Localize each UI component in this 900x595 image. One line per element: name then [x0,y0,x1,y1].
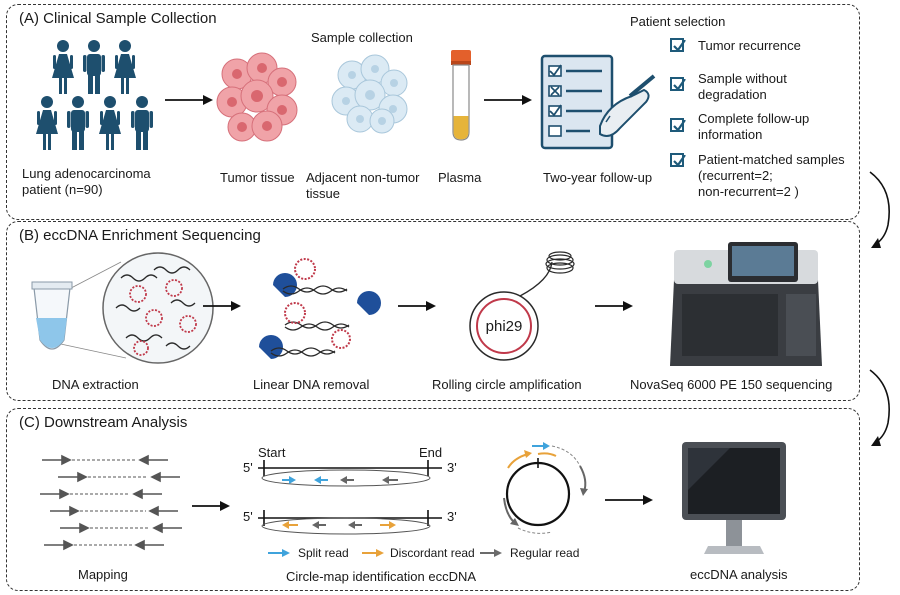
start-label: Start [258,445,286,460]
criterion-complete-followup: Complete follow-up information [698,111,810,142]
arrow-icon [398,301,436,311]
dna-extraction-icon [31,252,214,364]
tumor-tissue-icon [216,52,298,142]
three-prime-label: 3' [447,509,457,524]
patient-selection-title: Patient selection [630,14,726,29]
panel-a: (A) Clinical Sample Collection [6,4,860,220]
plasma-label: Plasma [438,170,482,185]
five-prime-label: 5' [243,460,253,475]
eccdna-analysis-label: eccDNA analysis [690,567,788,582]
tumor-tissue-label: Tumor tissue [220,170,295,185]
criterion-sample-degradation: Sample without degradation [698,71,787,102]
rca-icon [469,251,575,361]
checkbox-icon [670,77,686,91]
sequencer-icon [670,242,822,366]
arrow-icon [605,495,653,505]
checkbox-icon [670,38,686,52]
circle-map-diagram [258,460,442,535]
sample-collection-label: Sample collection [311,30,413,45]
legend-regular-read: Regular read [510,546,580,560]
three-prime-label: 3' [447,460,457,475]
adjacent-tissue-label: Adjacent non-tumor tissue [306,170,420,201]
panel-b-title: (B) eccDNA Enrichment Sequencing [19,227,261,244]
sequencing-label: NovaSeq 6000 PE 150 sequencing [630,377,833,392]
panel-b: (B) eccDNA Enrichment Sequencing [6,221,860,401]
arrow-icon [203,301,241,311]
five-prime-label: 5' [243,509,253,524]
arrow-icon [595,301,633,311]
curved-arrow-icon [869,369,890,446]
monitor-icon [682,442,786,554]
arrow-icon [484,95,532,105]
plasma-tube-icon [451,50,471,141]
legend-split-read: Split read [298,546,349,560]
checkbox-icon [670,118,686,132]
patients-icon [36,40,153,150]
legend-discordant-read: Discordant read [390,546,475,560]
panel-c: (C) Downstream Analysis [6,408,860,591]
circle-map-label: Circle-map identification eccDNA [286,569,477,584]
split-read-legend-icon [268,549,290,557]
followup-label: Two-year follow-up [543,170,653,185]
eccdna-circle-icon [503,442,588,534]
checkbox-icon [670,153,686,167]
followup-form-icon [540,54,656,150]
arrow-icon [165,95,213,105]
adjacent-tissue-icon [331,54,408,134]
patient-label: Lung adenocarcinoma patient (n=90) [22,166,151,197]
end-label: End [419,445,443,460]
rca-label: Rolling circle amplification [432,377,582,392]
panel-a-title: (A) Clinical Sample Collection [19,10,217,27]
linear-dna-removal-label: Linear DNA removal [253,377,370,392]
criterion-patient-matched: Patient-matched samples (recurrent=2; no… [698,152,845,199]
panel-c-title: (C) Downstream Analysis [19,414,188,431]
mapping-label: Mapping [78,567,128,582]
discordant-read-legend-icon [362,549,384,557]
regular-read-legend-icon [480,549,502,557]
curved-arrow-icon [869,171,890,248]
criterion-tumor-recurrence: Tumor recurrence [698,38,801,53]
phi29-label: phi29 [485,318,523,335]
dna-extraction-label: DNA extraction [52,377,139,392]
mapping-reads-icon [40,454,182,551]
linear-dna-removal-icon [259,258,381,359]
arrow-icon [192,501,230,511]
